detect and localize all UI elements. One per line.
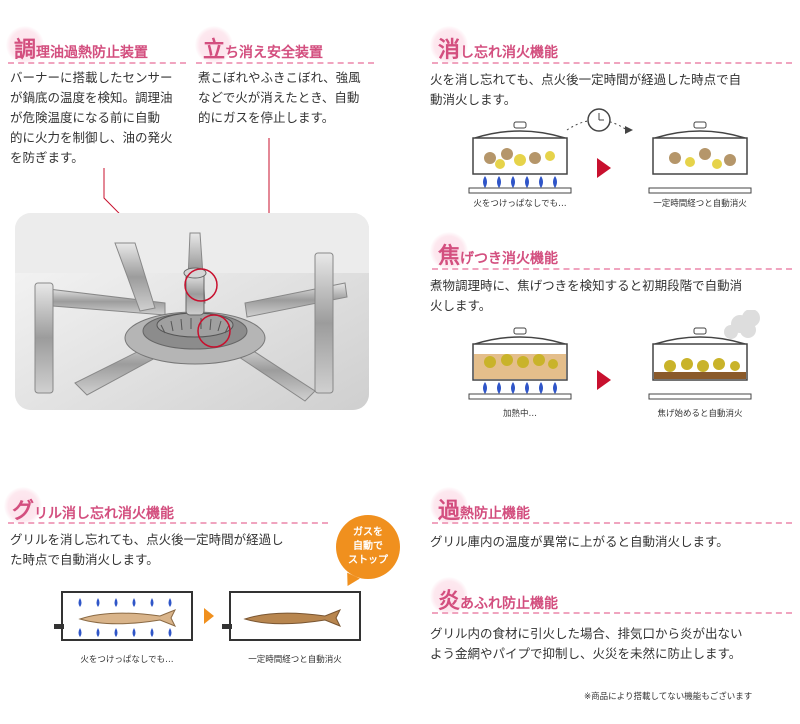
heading-kogetsuki: 焦げつき消火機能: [430, 232, 558, 270]
grill-description: グリルを消し忘れても、点火後一定時間が経過し た時点で自動消火します。: [10, 532, 284, 567]
flame-icon: [483, 176, 557, 188]
kogetsuki-description: 煮物調理時に、焦げつきを検知すると初期段階で自動消 火します。: [430, 278, 743, 313]
divider: [8, 62, 186, 64]
burner-photo: [15, 213, 369, 410]
keshiwasure-illustration: [468, 108, 752, 194]
divider: [432, 522, 792, 524]
kogetsuki-caption-left: 加熱中…: [502, 409, 537, 419]
fish-icon: [78, 609, 177, 627]
gas-stop-bubble: ガスを 自動で ストップ: [336, 515, 400, 579]
keshiwasure-description: 火を消し忘れても、点火後一定時間が経過した時点で自 動消火します。: [430, 72, 742, 107]
kanetsu-description: グリル庫内の温度が異常に上がると自動消火します。: [430, 534, 729, 549]
heading-grill: グリル消し忘れ消火機能: [4, 487, 174, 525]
tachikie-description: 煮こぼれやふきこぼれ、強風 などで火が消えたとき、自動 的にガスを停止します。: [198, 70, 361, 125]
arrow-icon: [597, 158, 611, 178]
burner-illustration: [15, 213, 369, 410]
honoo-description: グリル内の食材に引火した場合、排気口から炎が出ない よう金網やパイプで抑制し、火…: [430, 626, 743, 661]
divider: [432, 268, 792, 270]
chori-description: バーナーに搭載したセンサー が鍋底の温度を検知。調理油 が危険温度になる前に自動…: [10, 70, 173, 165]
divider: [432, 612, 792, 614]
smoke-icon: [724, 310, 760, 339]
grill-caption-left: 火をつけっぱなしでも…: [80, 655, 174, 665]
heading-kanetsu: 過熱防止機能: [430, 487, 530, 525]
arrow-icon: [204, 608, 214, 624]
heading-honoo: 炎あふれ防止機能: [430, 577, 558, 615]
footnote: ※商品により搭載してない機能もございます: [584, 692, 753, 702]
divider: [196, 62, 374, 64]
kogetsuki-illustration: [468, 310, 760, 400]
grill-caption-right: 一定時間経つと自動消火: [248, 655, 342, 665]
keshiwasure-caption-left: 火をつけっぱなしでも…: [473, 199, 567, 209]
divider: [8, 522, 328, 524]
heading-chori: 調理油過熱防止装置: [6, 26, 148, 64]
fish-icon: [243, 609, 342, 627]
kogetsuki-caption-right: 焦げ始めると自動消火: [657, 409, 743, 419]
arrow-icon: [597, 370, 611, 390]
flame-icon: [78, 598, 172, 637]
grill-illustration: [54, 591, 361, 641]
keshiwasure-caption-right: 一定時間経つと自動消火: [653, 199, 747, 209]
heading-keshiwasure: 消し忘れ消火機能: [430, 26, 558, 64]
divider: [432, 62, 792, 64]
flame-icon: [483, 382, 557, 394]
